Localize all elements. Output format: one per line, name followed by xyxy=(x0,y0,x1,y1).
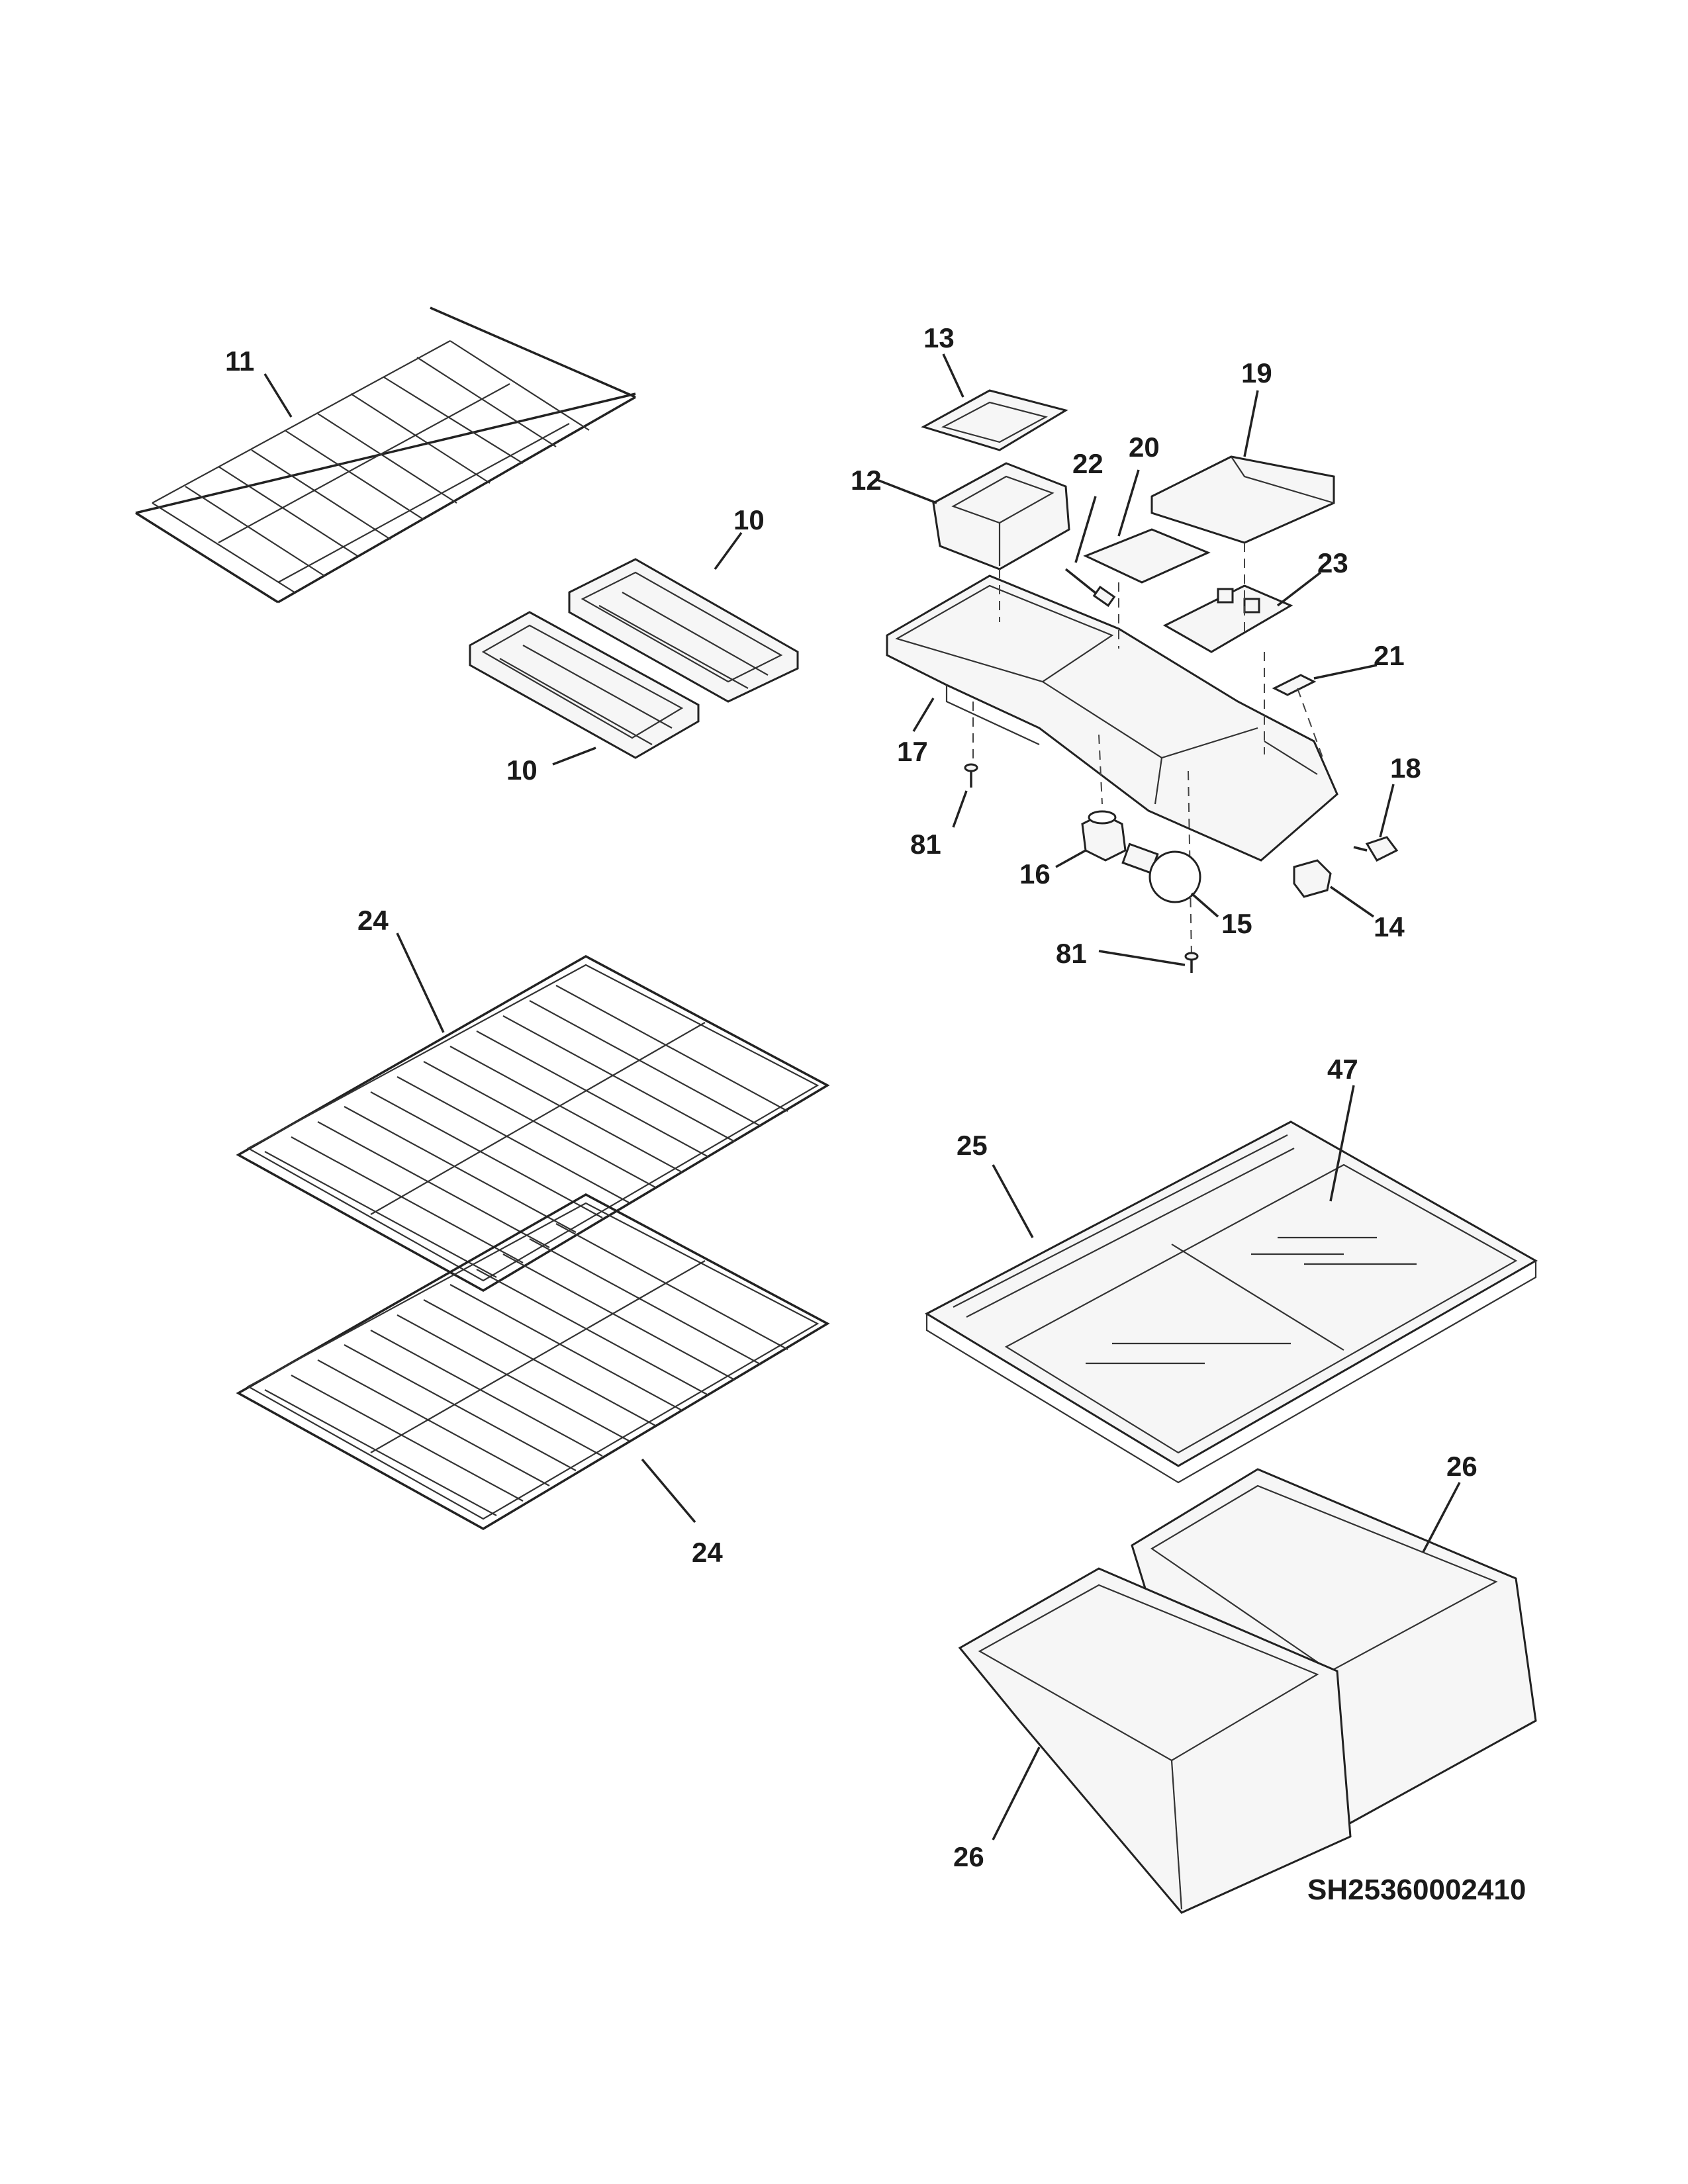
callout-crisper-right: 26 xyxy=(1446,1451,1477,1482)
assembly-lines xyxy=(972,543,1325,957)
sensor xyxy=(1064,568,1116,608)
screw-lower xyxy=(1184,952,1199,973)
callout-board-cover: 20 xyxy=(1129,432,1160,463)
lamp-socket xyxy=(1081,810,1127,862)
wire-shelf-lower xyxy=(236,1193,830,1531)
bracket xyxy=(1272,674,1317,696)
callout-switch: 14 xyxy=(1374,911,1405,942)
callout-ice-bucket: 12 xyxy=(851,465,882,496)
callout-control-board: 23 xyxy=(1317,547,1348,578)
callout-bracket: 21 xyxy=(1374,640,1405,671)
callout-ice-tray-upper: 10 xyxy=(733,504,765,535)
knob xyxy=(1353,836,1399,862)
callout-shelf-lower: 24 xyxy=(692,1537,723,1568)
callout-freezer-shelf: 11 xyxy=(225,345,254,377)
switch xyxy=(1293,859,1332,898)
callout-crisper-glass: 47 xyxy=(1327,1054,1358,1085)
housing-cover xyxy=(1150,455,1335,544)
freezer-wire-shelf xyxy=(135,306,636,604)
callout-sensor: 22 xyxy=(1072,448,1103,479)
callout-housing-cover: 19 xyxy=(1241,357,1272,388)
callout-screw-lower: 81 xyxy=(1056,938,1087,969)
callout-shelf-upper: 24 xyxy=(357,905,389,936)
callout-crisper-cover: 25 xyxy=(957,1130,988,1161)
ice-tray-upper xyxy=(568,558,799,703)
callout-crisper-left: 26 xyxy=(953,1841,984,1872)
control-housing xyxy=(886,574,1338,862)
callout-screw-upper: 81 xyxy=(910,829,941,860)
ice-tray-lower xyxy=(469,611,700,759)
crisper-glass xyxy=(1086,1236,1417,1365)
lamp-bulb xyxy=(1121,842,1201,903)
callout-control-housing: 17 xyxy=(897,736,928,767)
wire-shelf-upper xyxy=(236,955,830,1293)
callout-filter-cover: 13 xyxy=(923,322,955,353)
screw-upper xyxy=(964,763,978,788)
drawing-code: SH25360002410 xyxy=(1307,1874,1526,1906)
callout-knob: 18 xyxy=(1390,752,1421,784)
control-board xyxy=(1162,584,1293,653)
crisper-drawer-left xyxy=(958,1567,1352,1914)
crisper-cover-frame xyxy=(924,1120,1538,1484)
ice-bucket xyxy=(932,462,1070,570)
callout-lamp-bulb: 15 xyxy=(1221,908,1252,939)
board-cover xyxy=(1083,528,1211,584)
callout-lamp-socket: 16 xyxy=(1019,858,1051,889)
callout-ice-tray-lower: 10 xyxy=(506,754,538,786)
filter-cover xyxy=(921,389,1068,451)
